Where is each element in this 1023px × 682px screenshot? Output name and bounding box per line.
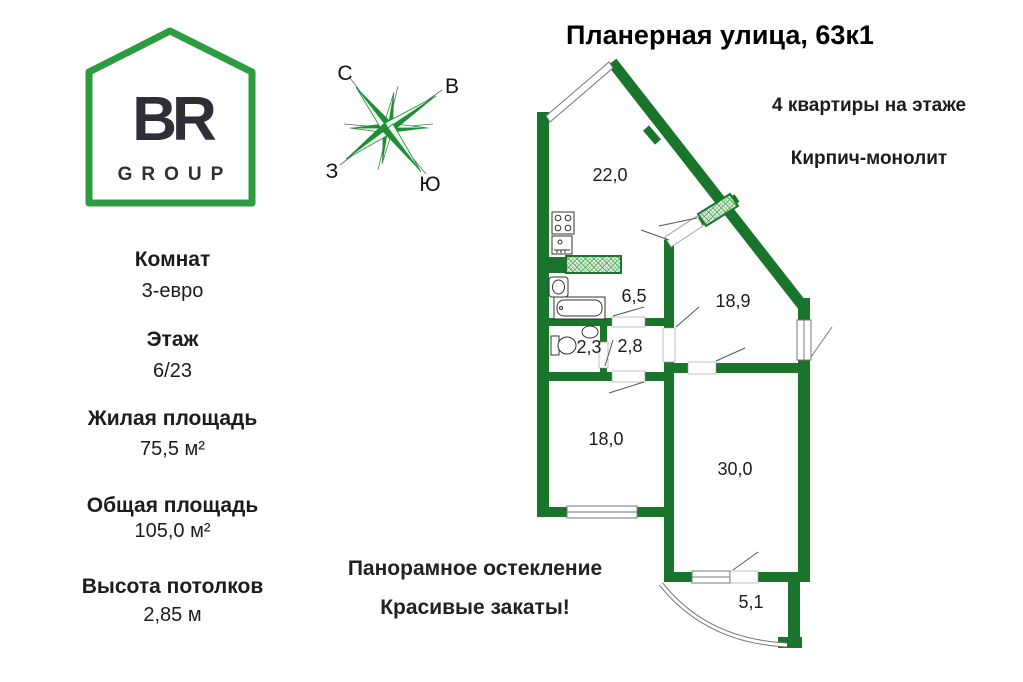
spec-rooms-label: Комнат [134,248,211,271]
room-label-hallway: 18,9 [715,291,750,311]
swing-balcony [732,551,759,571]
swing-hall-living [715,347,746,362]
room-label-kitchen-living: 22,0 [592,165,627,185]
balcony-glazing [659,582,788,648]
door-swing-lines [604,217,759,571]
swing-bedroom [608,381,645,394]
spec-rooms-value: 3-евро [141,280,204,302]
toilet-icon [550,335,577,356]
swing-entrance-1 [658,217,698,227]
apartments-per-floor-text: 4 квартиры на этаже [771,95,967,116]
stove-icon [551,211,575,235]
wall-kitchen-divider-stub [549,257,567,273]
logo-house: BR GROUP [85,27,256,207]
compass-main-points [345,86,437,173]
room-label-wc: 2,3 [576,337,601,357]
floorplan-windows [545,61,833,584]
room-label-bedroom: 18,0 [588,429,623,449]
bathtub-icon [553,296,606,320]
wall-middle [664,240,674,582]
compass-south-label: Ю [419,173,440,196]
floorplan-openings [598,215,759,584]
entrance-door-opening [664,215,704,248]
wall-diagonal-notch [642,125,662,145]
door-corridor-bedroom [611,370,646,383]
logo-subtitle-text: GROUP [118,164,233,185]
page-title: Планерная улица, 63к1 [566,20,874,50]
window-bedroom [566,505,638,519]
logo-brand-text: BR [132,85,216,154]
door-balcony [729,570,759,584]
room-label-bathroom: 6,5 [621,286,646,306]
compass-rose-icon: С В З Ю [326,62,459,196]
door-corridor-hall [662,327,676,363]
window-hall-right [796,319,833,361]
washbasin-icon [548,276,569,298]
spec-floor-label: Этаж [146,328,199,351]
wall-balcony-corner [778,637,802,648]
spec-ceiling-height-value: 2,85 м [143,604,202,626]
room-label-living-room: 30,0 [717,459,752,479]
fixtures [548,211,606,356]
shaft-entrance-hatched [696,192,740,228]
spec-living-area-label: Жилая площадь [87,407,258,430]
footer-glazing-text: Панорамное остекление [347,557,603,580]
wall-left [537,112,549,517]
kitchen-sink-icon [551,235,573,255]
wall-bathroom-bottom [549,318,664,326]
spec-living-area-value: 75,5 м² [140,438,205,460]
door-hall-living [687,361,717,375]
wall-corridor-bottom [549,372,674,381]
wall-right [798,298,810,582]
spec-ceiling-height-label: Высота потолков [81,575,264,598]
shaft-kitchen-hatched [565,255,622,274]
spec-floor-value: 6/23 [153,360,192,382]
floorplan-walls [537,112,810,648]
room-labels: 22,0 6,5 18,9 2,3 2,8 18,0 30,0 5,1 [576,165,763,612]
compass-west-label: З [326,160,339,183]
construction-type-text: Кирпич-монолит [790,148,948,169]
door-bathroom [611,316,646,328]
footer-sunsets-text: Красивые закаты! [380,596,570,619]
small-sink-icon [581,325,599,339]
swing-bathroom [612,306,645,317]
compass-north-label: С [337,62,352,85]
spec-total-area-value: 105,0 м² [134,520,211,542]
room-label-balcony: 5,1 [738,592,763,612]
swing-corridor-hall [675,306,700,328]
window-living [691,570,731,584]
compass-east-label: В [445,75,459,98]
room-label-corridor: 2,8 [617,336,642,356]
wall-balcony-right [788,572,800,648]
wall-diagonal-exterior [607,58,811,314]
logo-house-icon [85,27,256,207]
swing-wc [604,339,614,367]
swing-entrance-2 [640,229,670,241]
window-kitchen-diagonal [545,61,614,123]
wall-hall-living-divider [674,363,805,373]
spec-total-area-label: Общая площадь [86,494,259,517]
